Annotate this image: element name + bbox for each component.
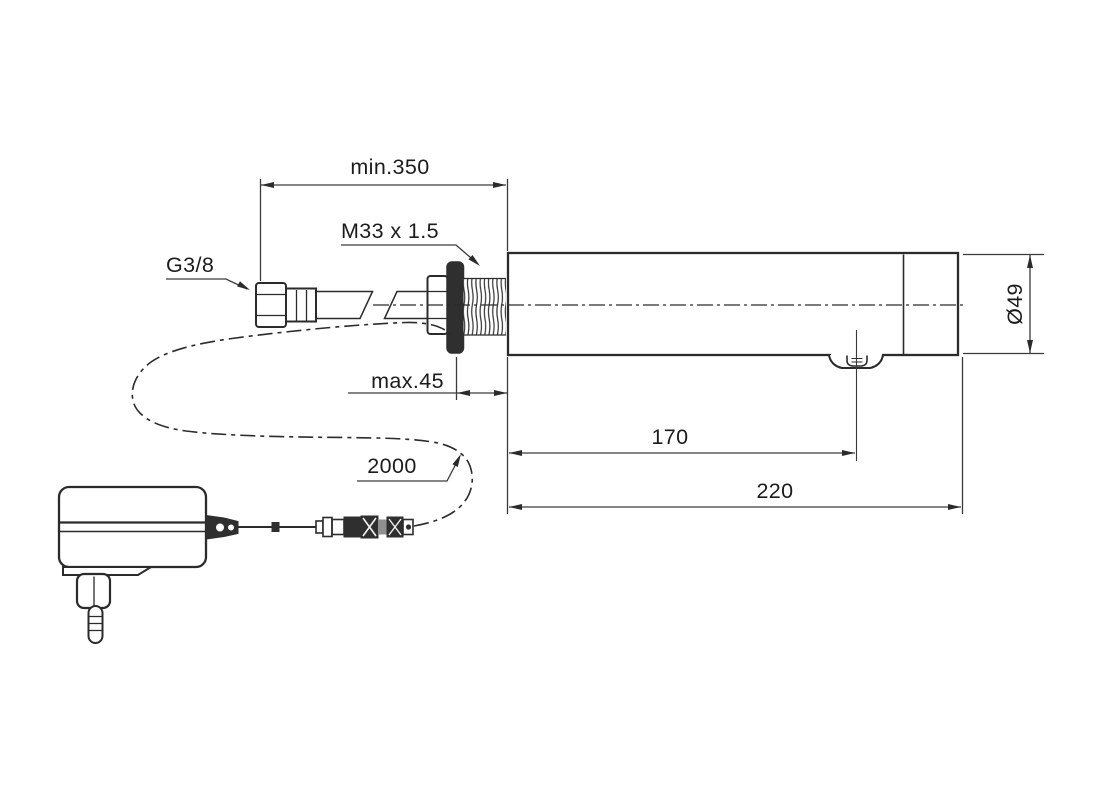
dim-g38-thread: G3/8 xyxy=(166,253,252,293)
spout-body-outline xyxy=(506,251,960,357)
dim-m33-thread: M33 x 1.5 xyxy=(341,219,483,269)
dim-label-max45: max.45 xyxy=(371,369,444,393)
threaded-shank xyxy=(463,278,506,336)
dim-170: 170 xyxy=(509,425,855,456)
inline-connector xyxy=(315,515,414,539)
dim-label-2000: 2000 xyxy=(367,454,416,478)
dim-label-220: 220 xyxy=(756,479,793,503)
g38-hex-nut xyxy=(255,282,287,328)
braided-hose-left xyxy=(315,290,374,320)
dim-label-g38: G3/8 xyxy=(166,253,214,277)
dim-label-m33: M33 x 1.5 xyxy=(341,219,439,243)
plug-pin xyxy=(87,605,104,644)
dim-220: 220 xyxy=(509,357,964,514)
outlet-nozzle xyxy=(827,330,885,461)
adapter-base-lip xyxy=(62,566,155,576)
power-adapter xyxy=(57,485,239,644)
dim-max45: max.45 xyxy=(348,357,509,514)
dim-label-dia49: Ø49 xyxy=(1003,283,1027,325)
adapter-body xyxy=(57,485,208,569)
mounting-flange xyxy=(446,261,465,354)
dim-label-min350: min.350 xyxy=(350,155,429,179)
dim-2000: 2000 xyxy=(357,452,464,482)
connection-cable xyxy=(131,321,474,532)
dim-min350: min.350 xyxy=(259,155,509,281)
cable-marker xyxy=(271,522,280,532)
dim-label-170: 170 xyxy=(651,425,688,449)
cable-loop xyxy=(131,321,474,527)
spout-body xyxy=(506,251,960,357)
dim-dia49: Ø49 xyxy=(963,253,1044,355)
supply-hose-assembly xyxy=(255,261,506,354)
hose-ferrule xyxy=(285,287,317,323)
